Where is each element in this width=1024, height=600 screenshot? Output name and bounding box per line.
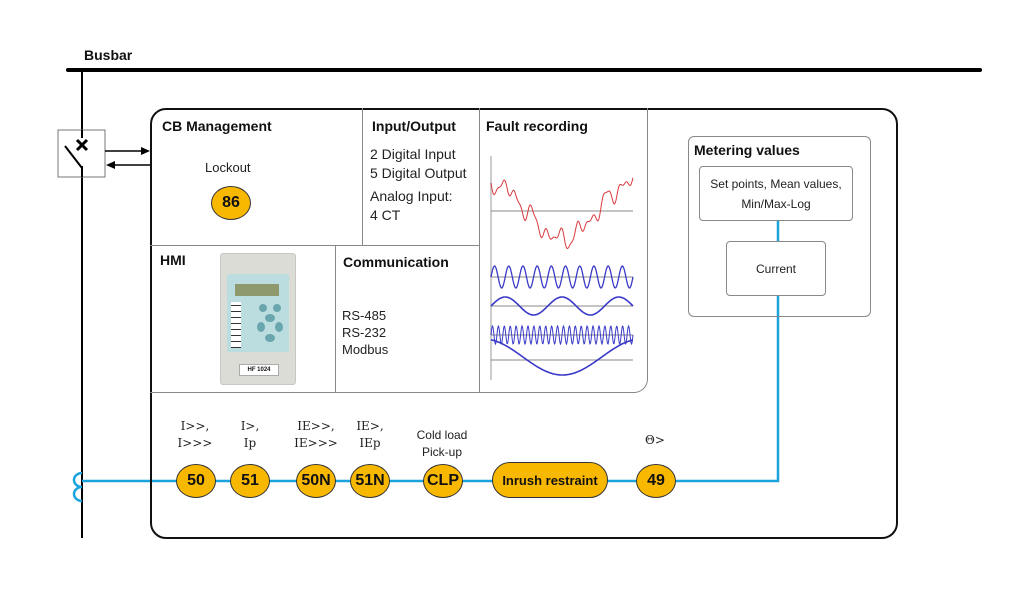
arrow-left-icon — [106, 161, 115, 169]
metering-title: Metering values — [694, 142, 800, 158]
fault-waveform-red — [490, 177, 634, 250]
device-key — [275, 322, 283, 332]
lockout-86-badge: 86 — [211, 186, 251, 220]
func-label-50: I>>,I>>> — [177, 419, 213, 450]
device-key — [265, 314, 275, 322]
protocol-modbus: Modbus — [342, 342, 389, 357]
io-digital-output: 5 Digital Output — [370, 165, 467, 181]
ansi-51-badge: 51 — [230, 464, 270, 498]
harmonic-wave-1 — [490, 265, 634, 289]
breaker-switch-icon — [64, 145, 83, 169]
ansi-50n-badge: 50N — [296, 464, 336, 498]
communication-title: Communication — [343, 254, 449, 270]
inrush-restraint-badge: Inrush restraint — [492, 462, 608, 498]
breaker-x-icon — [75, 138, 89, 152]
communication-list: RS-485 RS-232 Modbus — [342, 307, 388, 358]
device-key — [273, 304, 281, 312]
device-lcd-screen — [235, 284, 279, 296]
device-key — [257, 322, 265, 332]
relay-feature-grid — [150, 108, 648, 393]
ansi-49-badge: 49 — [636, 464, 676, 498]
fault-recording-waveforms — [490, 156, 634, 380]
current-transformer-icon — [72, 471, 83, 503]
clp-badge: CLP — [423, 464, 463, 498]
io-list: 2 Digital Input 5 Digital Output Analog … — [370, 145, 467, 225]
protocol-rs485: RS-485 — [342, 308, 387, 323]
harmonic-wave-3 — [490, 324, 634, 346]
hmi-title: HMI — [160, 252, 186, 268]
ansi-50-badge: 50 — [176, 464, 216, 498]
cb-management-title: CB Management — [162, 118, 272, 134]
device-led-column — [231, 302, 241, 348]
io-ct: 4 CT — [370, 207, 401, 223]
harmonic-wave-2 — [490, 296, 634, 316]
io-analog-input: Analog Input: — [370, 188, 453, 204]
device-key — [259, 304, 267, 312]
current-box: Current — [726, 241, 826, 296]
protocol-rs232: RS-232 — [342, 325, 387, 340]
fault-recording-title: Fault recording — [486, 118, 588, 134]
io-digital-input: 2 Digital Input — [370, 146, 456, 162]
device-model-label: HF 1024 — [239, 364, 279, 376]
func-label-51: I>,Ip — [240, 419, 260, 450]
func-label-49: Θ> — [645, 433, 665, 447]
busbar-label: Busbar — [84, 47, 133, 63]
device-key — [265, 334, 275, 342]
protection-relay-frame — [150, 108, 898, 539]
metering-values-panel: Metering values Set points, Mean values,… — [688, 136, 871, 317]
func-label-51n: IE>,IEp — [356, 419, 384, 450]
ansi-51n-badge: 51N — [350, 464, 390, 498]
arrow-right-icon — [141, 147, 150, 155]
harmonic-wave-4 — [490, 339, 634, 376]
hmi-device-image: HF 1024 — [220, 253, 296, 385]
lockout-label: Lockout — [205, 160, 251, 175]
setpoints-box: Set points, Mean values, Min/Max-Log — [699, 166, 853, 221]
io-title: Input/Output — [372, 118, 456, 134]
func-label-50n: IE>>,IE>>> — [294, 419, 338, 450]
